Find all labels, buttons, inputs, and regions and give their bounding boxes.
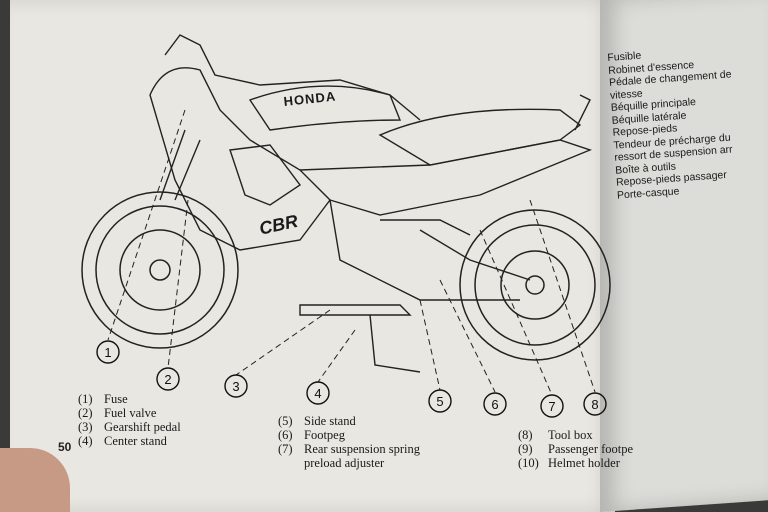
- legend-item: (8) Tool box: [518, 428, 633, 442]
- legend-item-number: (3): [78, 420, 93, 434]
- legend-item-label: Gearshift pedal: [104, 420, 181, 434]
- leader-lines: [107, 109, 596, 396]
- legend-item-label: Side stand: [304, 414, 356, 428]
- callout-circle-3: [224, 374, 248, 398]
- legend-item-label: Tool box: [548, 428, 593, 442]
- legend-item: preload adjuster: [278, 456, 420, 470]
- legend-item-label: Passenger footpe: [548, 442, 634, 456]
- legend-item-number: (7): [278, 442, 293, 456]
- legend-item-label: Helmet holder: [548, 456, 620, 470]
- callout-circle-8: [583, 392, 607, 416]
- front-wheel: [81, 191, 239, 349]
- legend-item: (10) Helmet holder: [518, 456, 633, 470]
- legend-item: (5) Side stand: [278, 414, 420, 428]
- legend-item: (2) Fuel valve: [78, 406, 181, 420]
- legend-item: (6) Footpeg: [278, 428, 420, 442]
- legend-item-number: (2): [78, 406, 93, 420]
- legend-item-number: (9): [518, 442, 533, 456]
- legend-item: (7) Rear suspension spring: [278, 442, 420, 456]
- legend-item-number: (5): [278, 414, 293, 428]
- legend-item: (9) Passenger footpe: [518, 442, 633, 456]
- callout-circle-4: [306, 381, 330, 405]
- legend-item-number: (10): [518, 456, 539, 470]
- legend-item: (3) Gearshift pedal: [78, 420, 181, 434]
- rear-wheel: [459, 209, 611, 361]
- callout-label-6: 6: [491, 397, 498, 412]
- left-page: [10, 0, 615, 512]
- legend-item-number: (4): [78, 434, 93, 448]
- callout-label-3: 3: [232, 379, 239, 394]
- legend-item-label: Fuse: [104, 392, 128, 406]
- legend-right: (8) Tool box (9) Passenger footpe (10) Helm…: [518, 428, 633, 470]
- legend-item: (1) Fuse: [78, 392, 181, 406]
- callout-markers: 1 2 3 4 5 6 7 8: [96, 340, 607, 418]
- callout-circle-7: [540, 394, 564, 418]
- callout-label-7: 7: [548, 399, 555, 414]
- callout-circle-5: [428, 389, 452, 413]
- legend-item-label: Footpeg: [304, 428, 345, 442]
- legend-item-label: Fuel valve: [104, 406, 157, 420]
- legend-item-number: (1): [78, 392, 93, 406]
- callout-label-4: 4: [314, 386, 321, 401]
- callout-circle-1: [96, 340, 120, 364]
- callout-circle-2: [156, 367, 180, 391]
- legend-left: (1) Fuse (2) Fuel valve (3) Gearshift pedal…: [78, 392, 181, 448]
- motorcycle-body: [149, 34, 593, 373]
- legend-item-number: (8): [518, 428, 533, 442]
- callout-label-1: 1: [104, 345, 111, 360]
- legend-middle: (5) Side stand (6) Footpeg (7) Rear suspens…: [278, 414, 420, 470]
- french-parts-list: Fusible Robinet d'essence Pédale de chan…: [607, 43, 740, 201]
- legend-item-label: preload adjuster: [304, 456, 385, 470]
- legend-item: (4) Center stand: [78, 434, 181, 448]
- legend-item-label: Center stand: [104, 434, 167, 448]
- callout-label-2: 2: [164, 372, 171, 387]
- callout-label-5: 5: [436, 394, 443, 409]
- page-number: 50: [58, 440, 72, 454]
- callout-label-8: 8: [591, 397, 598, 412]
- legend-item-label: Rear suspension spring: [304, 442, 420, 456]
- callout-circle-6: [483, 392, 507, 416]
- legend-item-number: (6): [278, 428, 293, 442]
